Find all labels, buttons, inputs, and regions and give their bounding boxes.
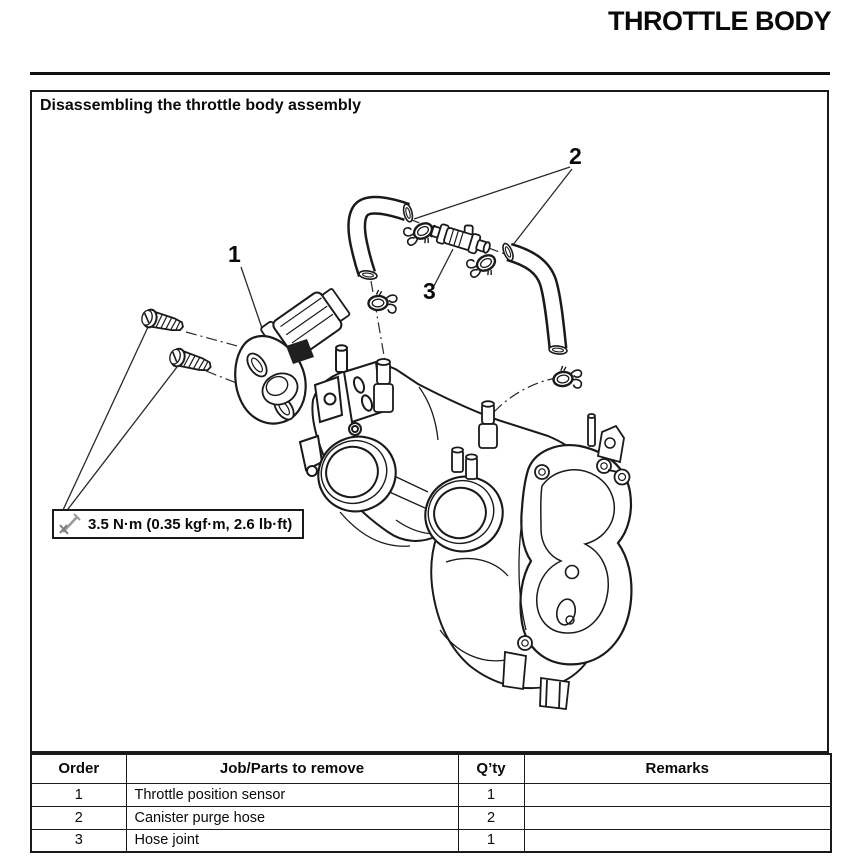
cell-job: Throttle position sensor [125,782,459,807]
intake-bores [317,435,504,553]
callout-3: 3 [423,278,436,304]
col-header-qty: Q’ty [457,753,525,784]
cell-remarks [523,828,832,853]
table-row: 3 Hose joint 1 [30,828,832,853]
torque-wrench-icon [59,513,81,535]
table-row: 2 Canister purge hose 2 [30,805,832,830]
throttle-position-sensor [234,288,351,425]
cell-qty: 1 [457,782,525,807]
cell-job: Canister purge hose [125,805,459,830]
cell-order: 1 [30,782,127,807]
cell-qty: 1 [457,828,525,853]
col-header-job: Job/Parts to remove [125,753,459,784]
col-header-order: Order [30,753,127,784]
callout-1: 1 [228,241,241,267]
page-title: THROTTLE BODY [608,6,832,36]
table-row: 1 Throttle position sensor 1 [30,782,832,807]
cell-remarks [523,782,832,807]
cell-order: 2 [30,805,127,830]
sensor-screws [139,306,215,377]
table-header-row: Order Job/Parts to remove Q’ty Remarks [30,753,832,784]
parts-table: Order Job/Parts to remove Q’ty Remarks 1… [30,753,832,853]
figure-heading: Disassembling the throttle body assembly [40,97,361,114]
hose-joint [429,223,491,255]
torque-spec-box: 3.5 N·m (0.35 kgf·m, 2.6 lb·ft) [52,509,305,539]
cell-remarks [523,805,832,830]
title-rule [30,72,830,75]
torque-spec-label: 3.5 N·m (0.35 kgf·m, 2.6 lb·ft) [88,515,293,533]
canister-purge-hoses [347,195,568,355]
leader-lines [62,166,573,514]
callout-2: 2 [569,143,582,169]
throttle-body-cover [502,424,633,710]
throttle-body-diagram [62,166,633,710]
col-header-remarks: Remarks [523,753,832,784]
cell-qty: 2 [457,805,525,830]
cell-order: 3 [30,828,127,853]
purge-nipples [373,358,596,480]
cell-job: Hose joint [125,828,459,853]
